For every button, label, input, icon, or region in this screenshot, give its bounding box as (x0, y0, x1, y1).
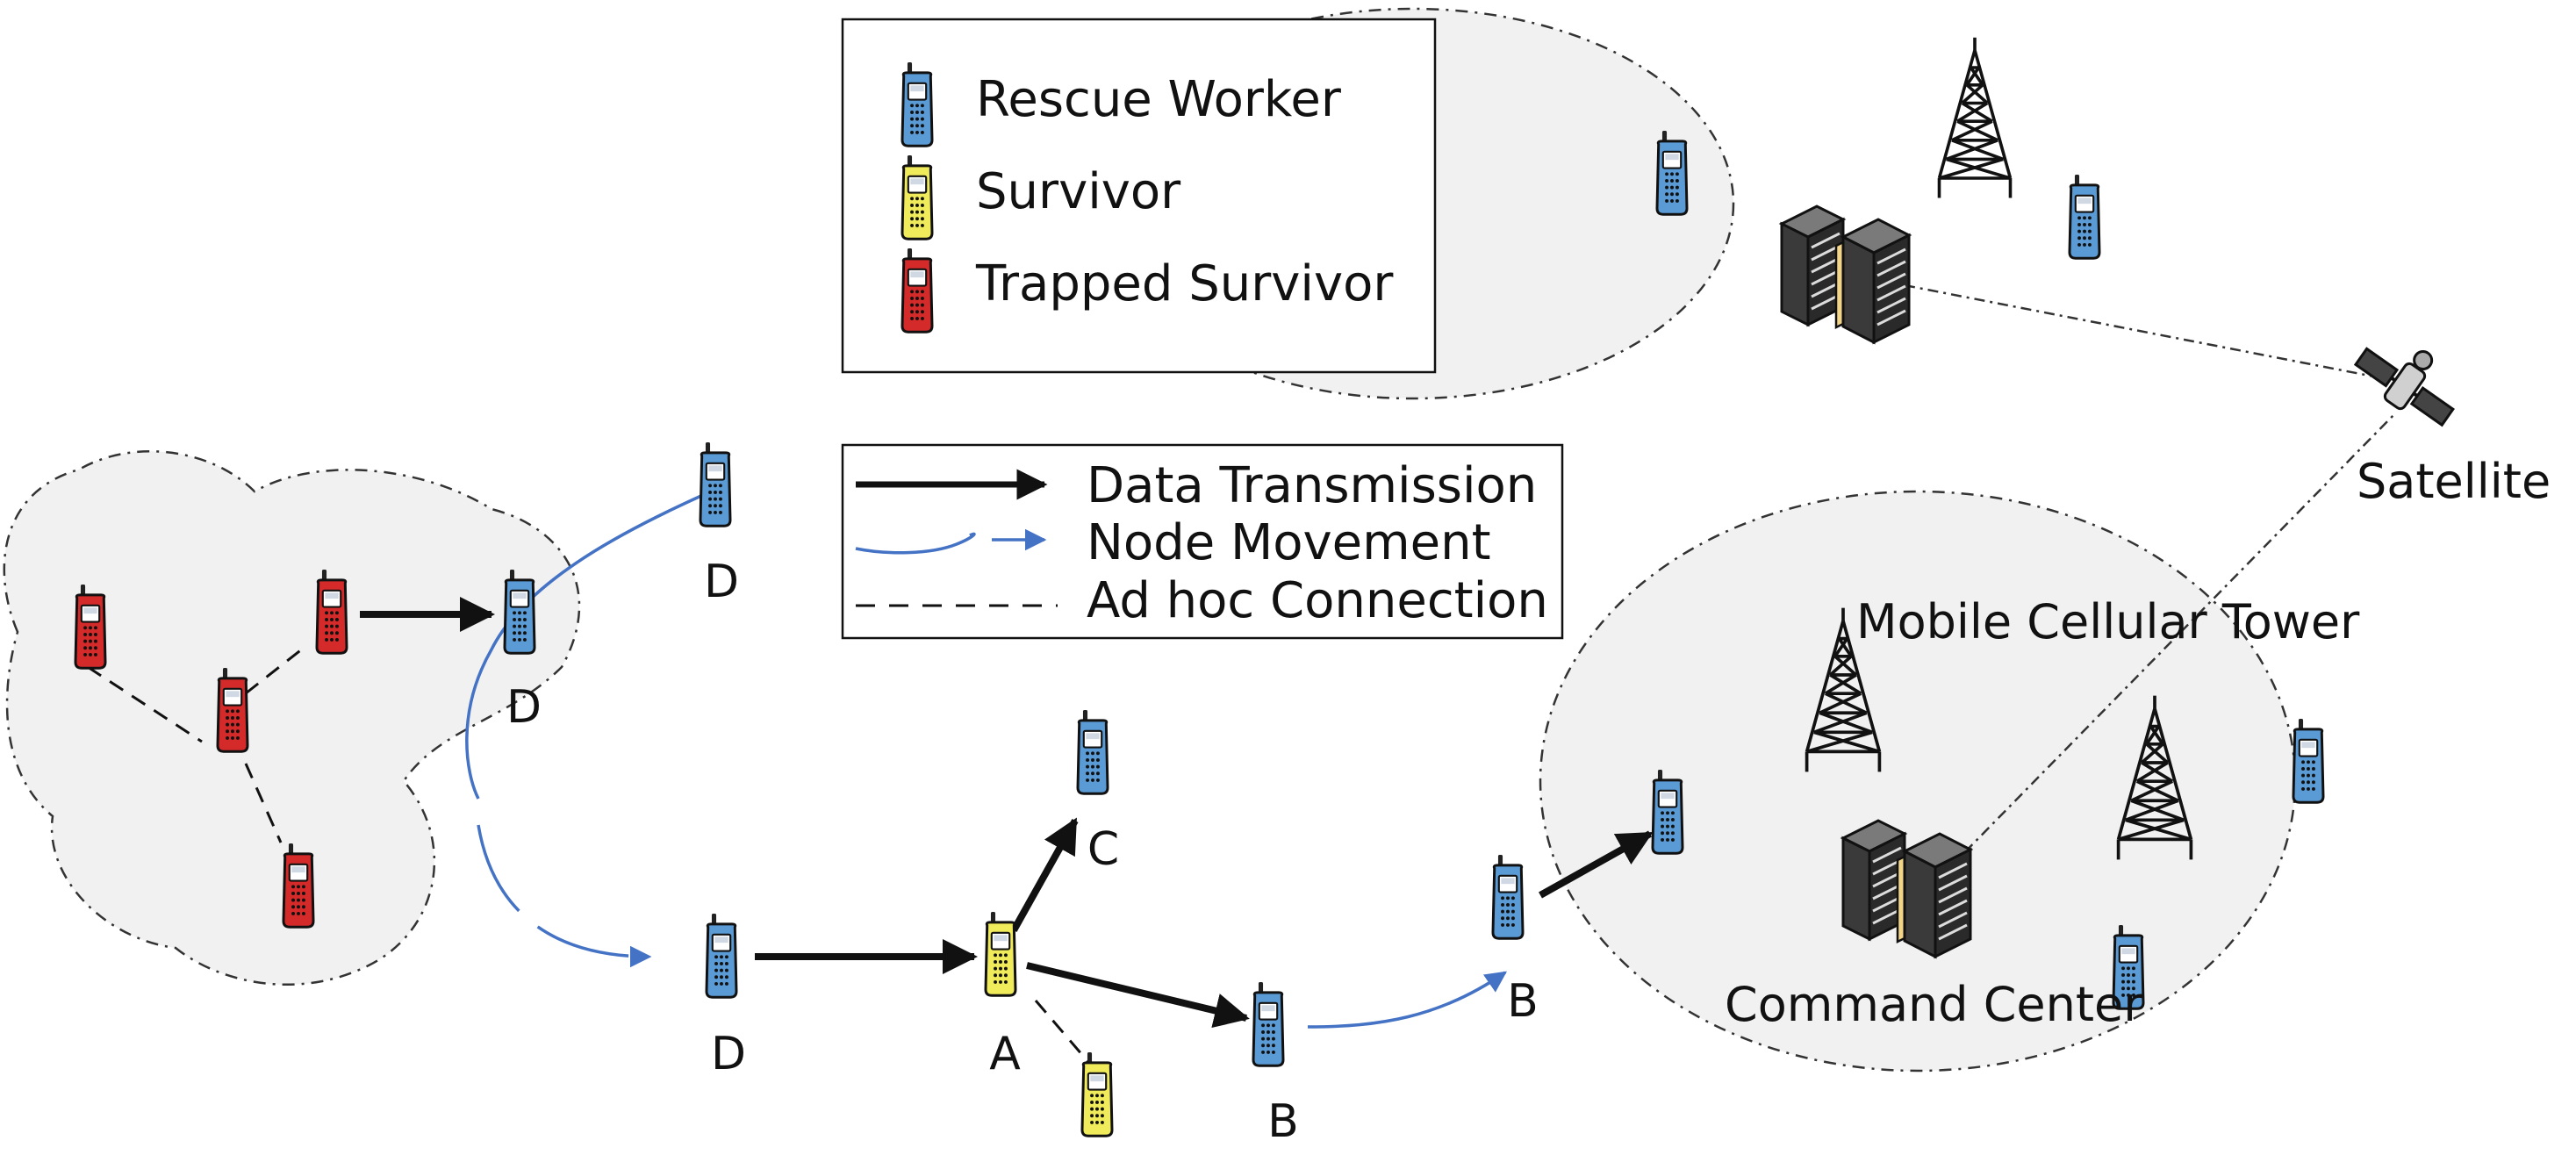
mobile-phone-icon (282, 842, 315, 929)
mobile-phone-icon (984, 910, 1017, 997)
adhoc-connections (87, 643, 1090, 1063)
mobile-cellular-tower-label: Mobile Cellular Tower (1856, 594, 2360, 649)
legend-label-survivor: Survivor (976, 163, 1181, 220)
legend-label-node-movement: Node Movement (1087, 514, 1491, 571)
cell-tower-icon (1937, 35, 2013, 200)
legend-node-types: Rescue Worker Survivor Trapped Survivor (841, 18, 1437, 374)
node-label-d-top: D (704, 556, 739, 608)
mobile-phone-icon (1076, 708, 1109, 795)
mobile-phone-icon (74, 583, 107, 670)
node-label-d-cluster: D (506, 681, 542, 734)
node-label-b-mid: B (1507, 975, 1539, 1028)
server-rack-icon (1780, 204, 1911, 344)
legend-link-types: Data Transmission Node Movement Ad hoc C… (841, 443, 1564, 640)
mobile-phone-icon (216, 666, 249, 753)
mobile-phone-icon (705, 912, 738, 999)
mobile-phone-icon (2292, 717, 2325, 804)
satellite-link-upper (1904, 283, 2379, 379)
mobile-phone-icon (1651, 768, 1684, 855)
mobile-phone-icon (315, 568, 348, 655)
legend-label-data-transmission: Data Transmission (1087, 457, 1537, 514)
node-movements (465, 490, 1508, 1029)
node-label-b-bottom: B (1267, 1095, 1299, 1148)
satellite-icon (2353, 347, 2455, 427)
mobile-phone-icon (1655, 129, 1689, 216)
node-label-d-bottom: D (711, 1028, 746, 1080)
node-label-c: C (1087, 823, 1119, 876)
mobile-phone-icon (1252, 980, 1285, 1067)
mobile-phone-icon (1491, 853, 1525, 940)
node-labels: D D D A B B C (506, 556, 1539, 1148)
command-center-label: Command Center (1725, 977, 2143, 1032)
mobile-phone-icon (699, 441, 732, 527)
legend-label-rescue-worker: Rescue Worker (976, 71, 1342, 128)
legend-label-adhoc-connection: Ad hoc Connection (1087, 572, 1548, 629)
mobile-phone-icon (901, 247, 934, 334)
mobile-phone-icon (2068, 173, 2101, 260)
legend-node-movement-curve (855, 534, 1044, 552)
mobile-phone-icon (901, 154, 934, 240)
mobile-phone-icon (901, 61, 934, 147)
mobile-phone-icon (503, 568, 536, 655)
satellite-label: Satellite (2357, 454, 2551, 509)
data-transmissions (360, 597, 1654, 1029)
mobile-phone-icon (1080, 1051, 1114, 1137)
node-label-a: A (989, 1028, 1021, 1080)
legend-label-trapped-survivor: Trapped Survivor (975, 255, 1394, 312)
trapped-survivor-zone (3, 450, 581, 986)
